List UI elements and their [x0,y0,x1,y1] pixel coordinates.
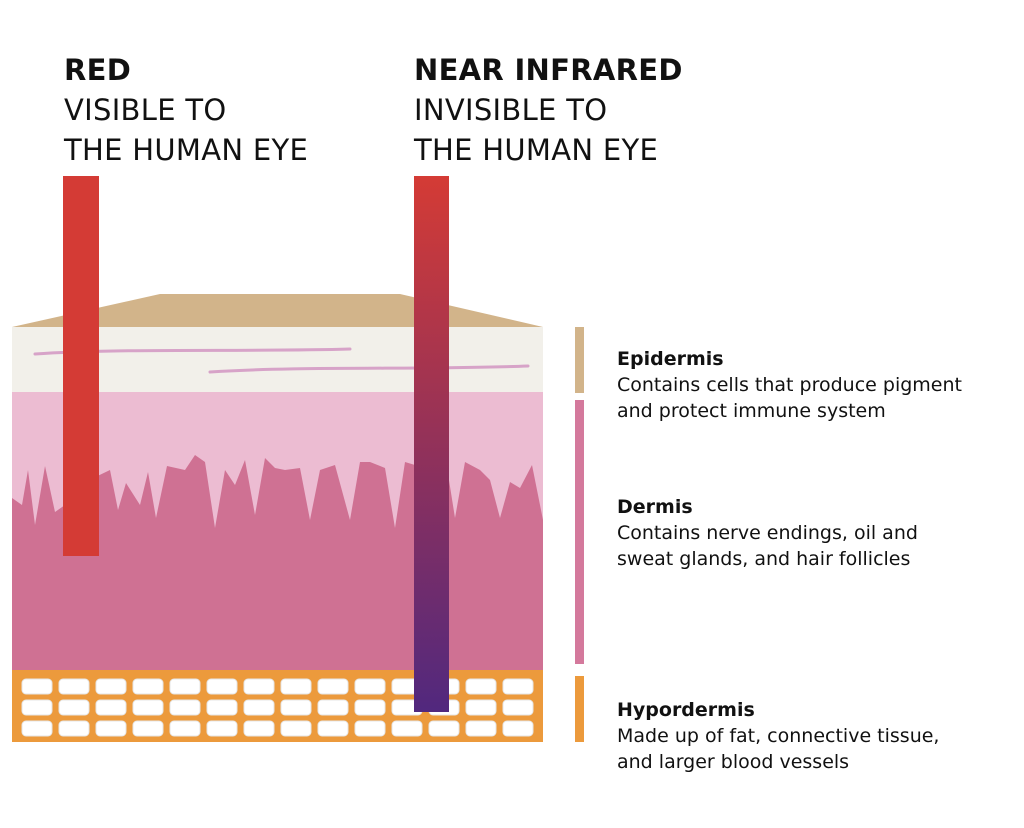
epidermis-streak [208,364,530,374]
dermis-name: Dermis [617,496,693,518]
fat-cell [317,678,349,695]
fat-cell [243,678,275,695]
fat-cell [243,720,275,737]
red-heading: RED VISIBLE TO THE HUMAN EYE [64,50,308,170]
fat-cell [354,699,386,716]
fat-cell [354,678,386,695]
fat-cell [95,699,127,716]
nir-subtitle-line2: THE HUMAN EYE [414,133,659,167]
fat-cell [280,678,312,695]
dermis-desc-line2: sweat glands, and hair follicles [617,548,911,570]
epidermis-desc-line2: and protect immune system [617,400,886,422]
fat-cell [21,720,53,737]
red-title: RED [64,53,132,87]
red-subtitle-line2: THE HUMAN EYE [64,133,309,167]
nir-light-beam [414,176,449,712]
skin-surface [12,294,543,327]
fat-cell [58,678,90,695]
hypodermis-label: Hypordermis Made up of fat, connective t… [617,697,939,775]
fat-cell [280,699,312,716]
hypodermis-desc-line2: and larger blood vessels [617,751,850,773]
hypodermis-layer [12,670,543,742]
fat-cell [206,678,238,695]
hypodermis-name: Hypordermis [617,699,755,721]
fat-cell [21,678,53,695]
fat-cell [206,720,238,737]
fat-cell [502,699,534,716]
dermis-desc-line1: Contains nerve endings, oil and [617,522,918,544]
fat-cell [280,720,312,737]
epidermis-desc-line1: Contains cells that produce pigment [617,374,962,396]
fat-cell [169,720,201,737]
fat-cell [132,678,164,695]
fat-cell [391,720,423,737]
dermis-label: Dermis Contains nerve endings, oil and s… [617,494,918,572]
epidermis-name: Epidermis [617,348,724,370]
fat-cell [95,678,127,695]
nir-title: NEAR INFRARED [414,53,683,87]
fat-cell [317,720,349,737]
fat-cell [58,699,90,716]
fat-cell [317,699,349,716]
fat-cell [21,699,53,716]
hypodermis-desc-line1: Made up of fat, connective tissue, [617,725,940,747]
epidermis-legend-bar [575,327,584,393]
fat-cell [206,699,238,716]
fat-cell [465,678,497,695]
fat-cell [428,720,460,737]
fat-cell [169,678,201,695]
red-subtitle-line1: VISIBLE TO [64,93,227,127]
epidermis-layer [12,327,543,392]
fat-cell [502,678,534,695]
fat-cell [465,699,497,716]
fat-cells [21,678,534,737]
fat-cell [132,720,164,737]
fat-cell [58,720,90,737]
nir-subtitle-line1: INVISIBLE TO [414,93,608,127]
hypodermis-legend-bar [575,676,584,742]
fat-cell [132,699,164,716]
dermis-papillae [12,455,543,670]
epidermis-label: Epidermis Contains cells that produce pi… [617,346,962,424]
fat-cell [243,699,275,716]
dermis-legend-bar [575,400,584,664]
fat-cell [502,720,534,737]
red-light-beam [63,176,99,556]
fat-cell [354,720,386,737]
nir-heading: NEAR INFRARED INVISIBLE TO THE HUMAN EYE [414,50,683,170]
fat-cell [169,699,201,716]
fat-cell [95,720,127,737]
fat-cell [465,720,497,737]
